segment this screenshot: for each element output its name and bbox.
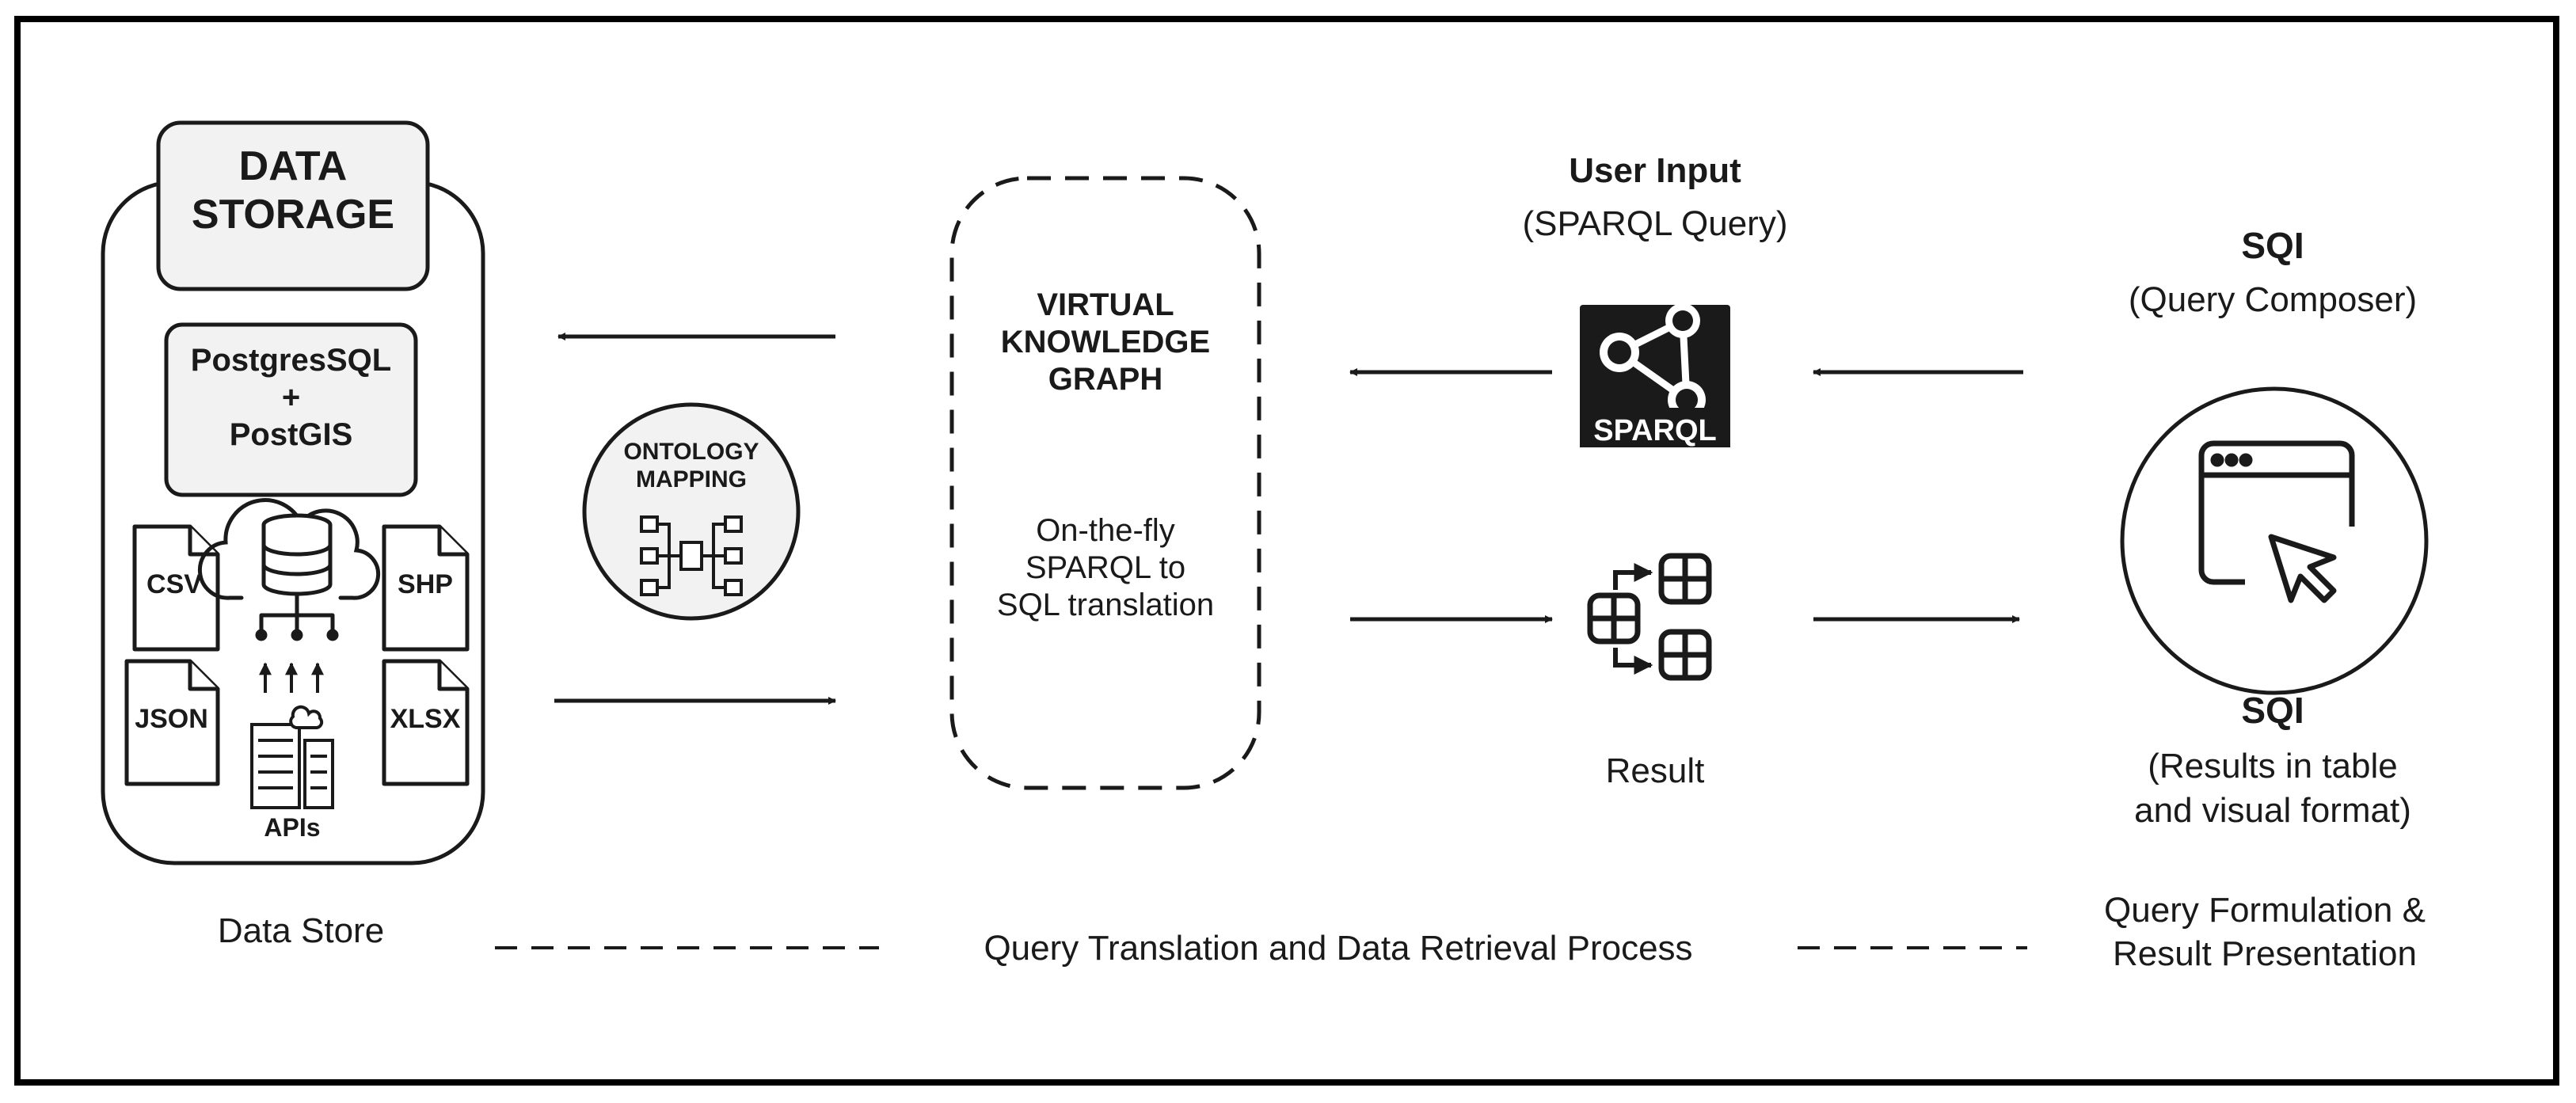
sqi-top-subtitle: (Query Composer) [2128, 280, 2418, 319]
xlsx-file-icon [382, 659, 470, 786]
browser-cursor-icon [2198, 440, 2355, 603]
xlsx-label: XLSX [390, 704, 461, 734]
sqi-top-title: SQI [2241, 225, 2304, 266]
vkg-description: On-the-fly SPARQL to SQL translation [996, 513, 1215, 623]
csv-label: CSV [146, 569, 202, 599]
csv-file-icon [132, 524, 220, 652]
json-file-icon [124, 659, 220, 786]
vkg-dashed-container [949, 176, 1261, 790]
result-label: Result [1605, 751, 1705, 790]
footer-presentation-label: Query Formulation & Result Presentation [2104, 891, 2426, 973]
sparql-logo-text: SPARQL [1593, 414, 1717, 447]
data-storage-title: DATA STORAGE [191, 143, 395, 238]
vkg-title: VIRTUAL KNOWLEDGE GRAPH [1000, 287, 1211, 397]
ontology-mapping-label: ONTOLOGY MAPPING [623, 439, 759, 493]
sqi-bottom-description: (Results in table and visual format) [2134, 747, 2411, 831]
database-cloud-icon [197, 498, 381, 641]
data-storage-title-box [156, 120, 430, 291]
upload-arrows [259, 662, 324, 693]
shp-label: SHP [398, 569, 453, 599]
user-input-subtitle: (SPARQL Query) [1522, 204, 1788, 243]
ontology-mapping-circle [582, 402, 801, 621]
json-label: JSON [135, 704, 208, 734]
footer-process-label: Query Translation and Data Retrieval Pro… [984, 929, 1693, 968]
data-store-label: Data Store [217, 911, 385, 950]
sparql-logo-icon: SPARQL [1580, 303, 1730, 447]
network-mapping-icon [640, 515, 743, 596]
shp-file-icon [382, 524, 470, 652]
database-label: PostgresSQL + PostGIS [190, 343, 392, 453]
outer-border [14, 16, 2559, 1086]
user-input-title: User Input [1569, 151, 1741, 190]
server-rack-icon [250, 705, 334, 809]
sqi-bottom-title: SQI [2241, 690, 2304, 731]
apis-label: APIs [264, 813, 321, 842]
database-box [164, 322, 418, 497]
table-transfer-icon [1587, 553, 1712, 681]
